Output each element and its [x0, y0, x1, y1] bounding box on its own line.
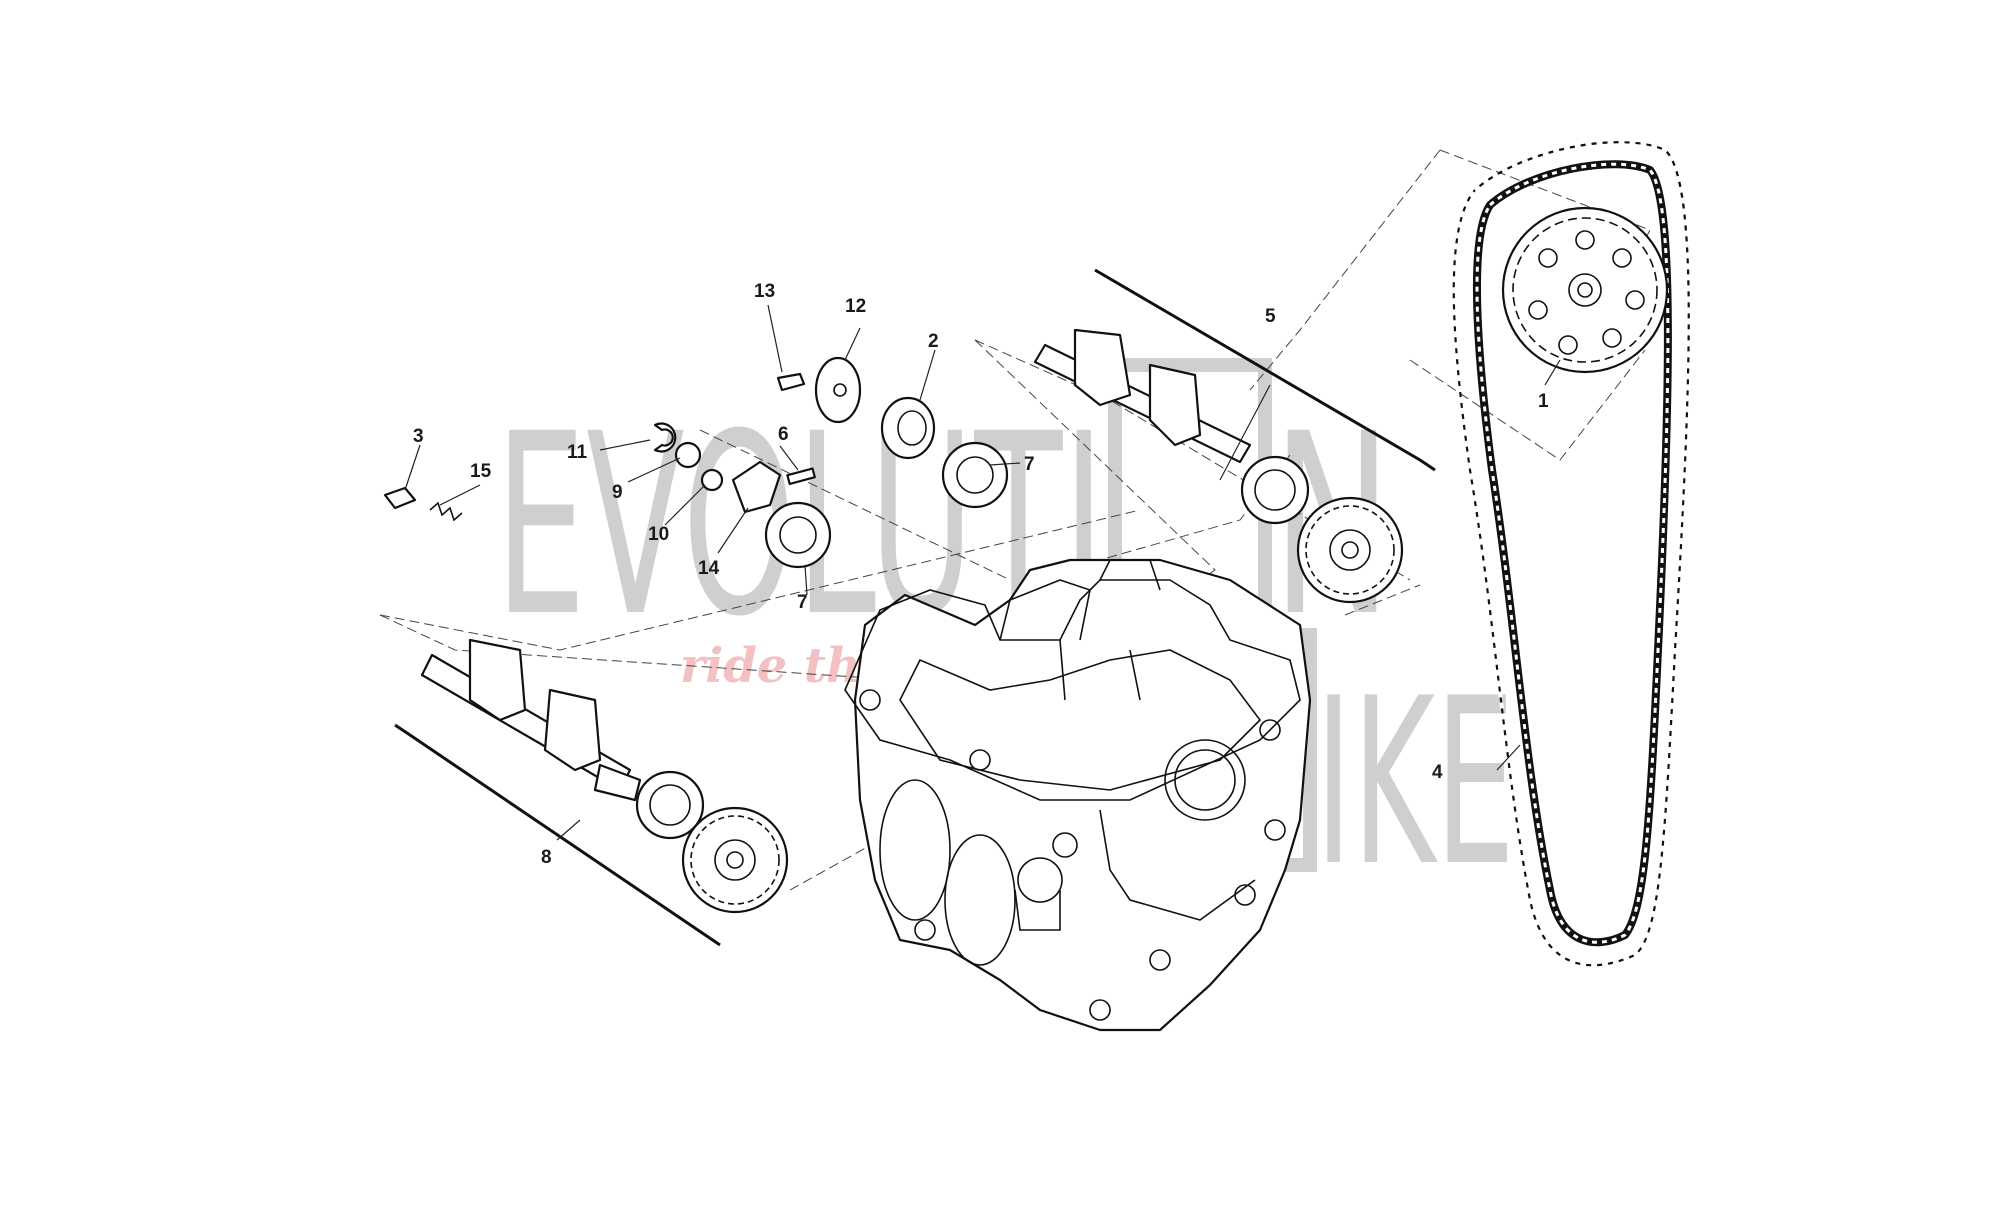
bolt-13 — [776, 372, 806, 392]
callout-10: 10 — [648, 524, 669, 545]
leader-lines — [404, 304, 1561, 841]
watermark-word-ike: IKE — [1315, 650, 1515, 917]
callout-2: 2 — [928, 331, 939, 352]
washer-10 — [700, 468, 724, 492]
bracket-item-5 — [1094, 268, 1436, 472]
callout-15: 15 — [470, 461, 492, 482]
callout-3: 3 — [413, 426, 424, 447]
lower-cam-sprocket — [681, 806, 789, 914]
circlip-11 — [653, 422, 677, 453]
intake-camshaft — [1033, 328, 1404, 604]
cam-sensor-wheel-14 — [731, 460, 782, 514]
exhaust-camshaft — [420, 638, 789, 914]
callout-6: 6 — [778, 424, 789, 445]
bracket-item-8 — [394, 723, 721, 947]
lower-bearing — [635, 770, 705, 840]
small-hardware — [383, 356, 1009, 569]
upper-bearing — [1240, 455, 1310, 525]
callout-12: 12 — [845, 296, 866, 317]
callout-7a: 7 — [1024, 454, 1035, 475]
drive-sprocket — [1501, 206, 1669, 374]
bushing-2 — [880, 396, 936, 460]
bearing-7-lower — [764, 501, 832, 569]
callout-7b: 7 — [797, 592, 808, 613]
timing-chain-and-sprocket — [1451, 140, 1691, 968]
bearing-7-upper — [941, 441, 1009, 509]
timing-chain — [1452, 141, 1690, 967]
callout-14: 14 — [698, 558, 720, 579]
callout-8: 8 — [541, 847, 552, 868]
plunger-3 — [383, 486, 417, 510]
callout-9: 9 — [612, 482, 623, 503]
washer-12 — [814, 356, 862, 424]
callout-11: 11 — [567, 442, 588, 463]
cylinder-head — [844, 558, 1312, 1032]
callout-labels: 1 2 3 4 5 6 7 7 8 9 10 11 12 13 14 15 — [413, 281, 1549, 868]
washer-9 — [674, 441, 702, 469]
pin-6 — [786, 467, 816, 486]
callout-1: 1 — [1538, 391, 1549, 412]
callout-13: 13 — [754, 281, 775, 302]
upper-cam-sprocket — [1296, 496, 1404, 604]
spring-15 — [429, 501, 463, 522]
callout-5: 5 — [1265, 306, 1276, 327]
callout-4: 4 — [1432, 762, 1443, 783]
